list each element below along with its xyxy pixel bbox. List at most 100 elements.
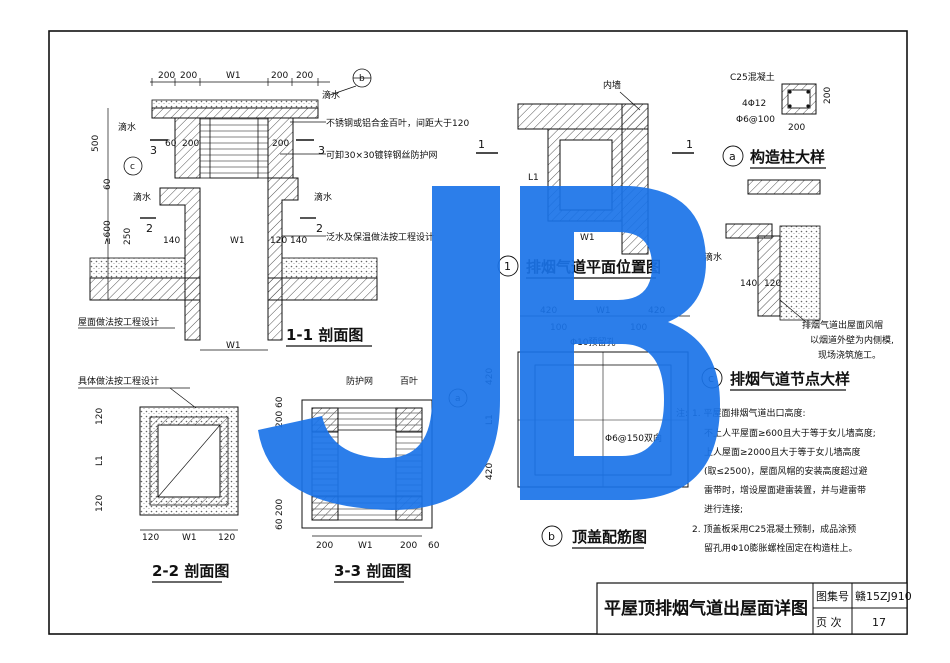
label-flashing: 泛水及保温做法按工程设计 [326, 231, 434, 243]
section-3-3-dim-left-4: 60 [275, 518, 285, 530]
section-3-3-dim-left-3: 200 [275, 499, 285, 516]
section-2-2-title: 2-2 剖面图 [152, 562, 229, 580]
svg-text:140: 140 [290, 236, 307, 246]
dim-top-3: W1 [226, 71, 241, 81]
drawing-title: 平屋顶排烟气道出屋面详图 [604, 598, 808, 619]
section-1-1-title: 1-1 剖面图 [286, 326, 363, 344]
note-line-1: 1. 平屋面排烟气道出口高度: [692, 407, 805, 419]
section-2-2-dim-left-2: L1 [95, 455, 105, 466]
section-2-2-dim-bottom-2: W1 [182, 533, 197, 543]
section-2-2-dim-bottom-3: 120 [218, 533, 235, 543]
detail-c-drip: 滴水 [704, 251, 722, 263]
cut-1-left: 1 [478, 138, 485, 151]
section-3-3-dim-left-2: 200 [275, 411, 285, 428]
detail-a: C25混凝土 4Φ12 Φ6@100 200 200 a 构造柱大样 [722, 71, 833, 169]
svg-text:W1: W1 [230, 236, 245, 246]
dim-top-5: 200 [296, 71, 313, 81]
section-3-3-dim-left-1: 60 [275, 396, 285, 408]
sheet-border [48, 30, 908, 635]
detail-c-dim2: 120 [764, 279, 781, 289]
detail-c-note-1: 排烟气道出屋面风帽 [802, 319, 883, 331]
atlas-label: 图集号 [816, 589, 849, 603]
plan-1-mark-label: 1 [504, 260, 511, 273]
detail-a-dim2: 200 [788, 123, 805, 133]
section-3-3-title: 3-3 剖面图 [334, 562, 411, 580]
dim-bottom-w1: W1 [226, 341, 241, 351]
note-line-8: 留孔用Φ10膨胀螺栓固定在构造柱上。 [704, 542, 858, 554]
plan-l1: L1 [528, 173, 539, 183]
note-line-2: 不上人平屋面≥600且大于等于女儿墙高度; [704, 427, 876, 439]
detail-c-dim1: 140 [740, 279, 757, 289]
note-line-6: 进行连接; [704, 503, 743, 515]
dim-top-1: 200 [158, 71, 175, 81]
page-label: 页 次 [816, 615, 842, 629]
label-drip-2: 滴水 [118, 121, 136, 133]
cut-2-left: 2 [146, 222, 153, 235]
detail-c-title: 排烟气道节点大样 [730, 370, 850, 388]
label-inner-wall: 内墙 [603, 79, 621, 91]
plan-1: 内墙 1 1 L1 W1 1 排烟气道平面位置图 [476, 79, 694, 279]
label-drip-1: 滴水 [322, 89, 340, 101]
note-line-4: (取≤2500)，屋面风帽的安装高度超过避 [704, 465, 867, 477]
detail-a-mark-label: a [729, 150, 736, 163]
detail-b-title: 顶盖配筋图 [572, 528, 647, 546]
section-2-2-dim-bottom-1: 120 [142, 533, 159, 543]
atlas-number: 赣15ZJ910 [855, 589, 912, 603]
label-louver: 不锈钢或铝合金百叶，间距大于120 [326, 117, 469, 129]
section-2-2-dim-left-3: 120 [95, 495, 105, 512]
section-3-3-mesh: 防护网 [346, 375, 373, 387]
section-2-2: 具体做法按工程设计 120 L1 120 120 W1 120 2-2 剖面图 [78, 375, 239, 583]
page-number: 17 [872, 616, 886, 629]
svg-text:200: 200 [182, 139, 199, 149]
section-3-3-dim-bottom-1: 200 [316, 541, 333, 551]
detail-a-dim1: 200 [823, 87, 833, 104]
section-3-3-dim-bottom-2: W1 [358, 541, 373, 551]
detail-b-mark [541, 525, 563, 547]
section-1-1: 200 200 W1 200 200 b 滴水 滴水 不锈钢或铝合金百叶，间距大… [78, 68, 469, 351]
section-3-3-dim-bottom-3: 200 [400, 541, 417, 551]
note-line-3: 上人屋面≥2000且大于等于女儿墙高度 [704, 446, 860, 458]
detail-b-rebar: Φ6@150双向 [605, 432, 662, 444]
label-mesh: 可卸30×30镀锌钢丝防护网 [326, 149, 437, 161]
dim-left-60: 60 [103, 178, 113, 190]
detail-a-stirrup: Φ6@100 [736, 115, 775, 125]
section-3-3-dim-bottom-4: 60 [428, 541, 440, 551]
detail-b-mark-label: b [548, 530, 555, 543]
mark-b-label: b [359, 74, 365, 84]
cut-3-right: 3 [318, 144, 325, 157]
plan-w1: W1 [580, 233, 595, 243]
cut-1-right: 1 [686, 138, 693, 151]
dim-left-500: 500 [91, 135, 101, 152]
label-drip-4: 滴水 [314, 191, 332, 203]
title-block: 平屋顶排烟气道出屋面详图 图集号 赣15ZJ910 页 次 17 [596, 582, 912, 635]
cut-2-right: 2 [316, 222, 323, 235]
dim-left-600: ≥600 [103, 220, 113, 245]
detail-mark-c-callout [123, 156, 143, 176]
detail-c-note-2: 以烟道外壁为内侧模, [810, 334, 894, 346]
detail-a-title: 构造柱大样 [750, 148, 825, 166]
dim-left-250: 250 [123, 228, 133, 245]
note-line-7: 2. 顶盖板采用C25混凝土预制，成品涂预 [692, 523, 856, 535]
cut-3-left: 3 [150, 144, 157, 157]
svg-text:140: 140 [163, 236, 180, 246]
label-roof: 屋面做法按工程设计 [78, 316, 159, 328]
svg-text:200: 200 [272, 139, 289, 149]
jb-watermark [258, 186, 720, 510]
section-2-2-dim-left-1: 120 [95, 408, 105, 425]
detail-b-dim-left-3: 420 [485, 463, 495, 480]
section-3-3-louver: 百叶 [400, 376, 418, 387]
mark-c-label: c [130, 162, 135, 172]
note-line-5: 雷带时，增设屋面避雷装置，并与避雷带 [704, 484, 866, 496]
detail-a-rebar: 4Φ12 [742, 99, 766, 109]
detail-c-note-3: 现场浇筑施工。 [818, 349, 881, 361]
svg-text:120: 120 [270, 236, 287, 246]
detail-a-mark [722, 145, 744, 167]
svg-text:60: 60 [165, 139, 177, 149]
detail-a-concrete: C25混凝土 [730, 71, 775, 83]
detail-c: 滴水 140 120 排烟气道出屋面风帽 以烟道外壁为内侧模, 现场浇筑施工。 … [701, 179, 894, 391]
section-2-2-label: 具体做法按工程设计 [78, 375, 159, 387]
notes: 注: 1. 平屋面排烟气道出口高度: 不上人平屋面≥600且大于等于女儿墙高度;… [676, 407, 876, 554]
dim-top-2: 200 [180, 71, 197, 81]
dim-top-4: 200 [271, 71, 288, 81]
